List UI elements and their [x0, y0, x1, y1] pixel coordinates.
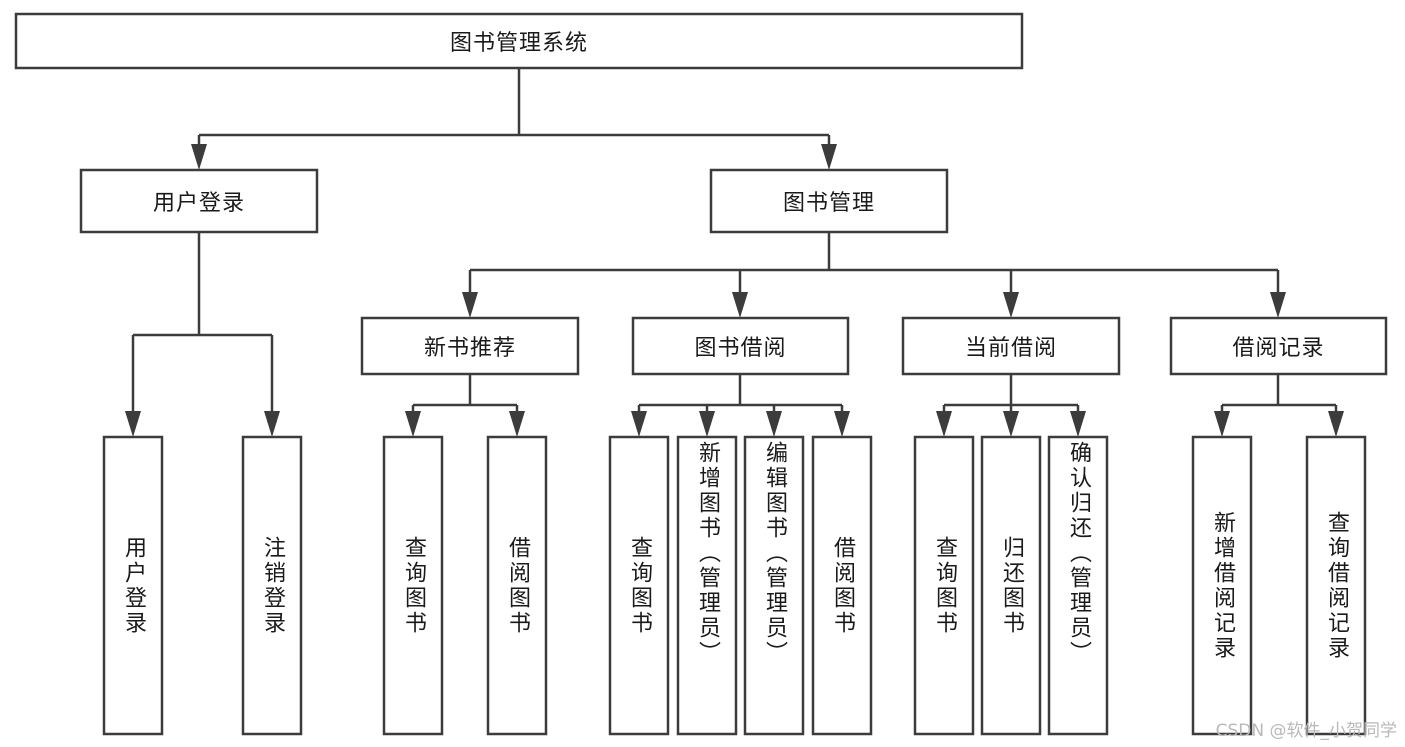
arrow-currentborrow-child-1: [1003, 411, 1019, 437]
arrow-borrowrecord-child-1: [1328, 411, 1344, 437]
arrow-book-manage-child-3: [1270, 292, 1286, 318]
connector-group-current-borrow: [936, 374, 1086, 437]
arrow-currentborrow-child-0: [936, 411, 952, 437]
node-box-leaf-newbook-1[interactable]: [486, 435, 548, 736]
arrow-bookborrow-child-1: [699, 411, 715, 437]
arrow-bookborrow-child-0: [631, 411, 647, 437]
arrow-book-manage-child-2: [1003, 292, 1019, 318]
node-box-leaf-currentborrow-1[interactable]: [980, 435, 1042, 736]
arrow-newbook-child-1: [509, 411, 525, 437]
connector-group-book-borrow: [631, 374, 850, 437]
connector-group-user-login: [125, 232, 280, 437]
node-box-leaf-bookborrow-0[interactable]: [608, 435, 670, 736]
arrow-newbook-child-0: [405, 411, 421, 437]
arrow-root-to-user-login: [191, 144, 207, 170]
node-box-current-borrow[interactable]: [901, 316, 1121, 376]
node-box-root[interactable]: [14, 12, 1024, 70]
connector-group-borrow-record: [1214, 374, 1344, 437]
arrow-user-login-child-0: [125, 411, 141, 437]
node-box-leaf-borrowrecord-1[interactable]: [1305, 435, 1367, 736]
arrow-root-to-book-manage: [821, 144, 837, 170]
node-box-leaf-bookborrow-1[interactable]: [676, 435, 738, 736]
node-box-borrow-record[interactable]: [1169, 316, 1388, 376]
connector-group-book-manage: [462, 232, 1286, 318]
node-box-leaf-user-login-0[interactable]: [102, 435, 164, 736]
node-box-user-login[interactable]: [79, 168, 319, 234]
arrow-borrowrecord-child-0: [1214, 411, 1230, 437]
connector-group-root: [191, 68, 837, 170]
node-box-leaf-bookborrow-2[interactable]: [743, 435, 805, 736]
arrow-user-login-child-1: [264, 411, 280, 437]
arrow-currentborrow-child-2: [1070, 411, 1086, 437]
node-box-book-manage[interactable]: [709, 168, 949, 234]
node-box-book-borrow[interactable]: [631, 316, 850, 376]
arrow-bookborrow-child-2: [766, 411, 782, 437]
node-box-new-book-recommend[interactable]: [360, 316, 580, 376]
arrow-book-manage-child-0: [462, 292, 478, 318]
arrow-book-manage-child-1: [732, 292, 748, 318]
node-box-leaf-user-login-1[interactable]: [241, 435, 303, 736]
arrow-bookborrow-child-3: [834, 411, 850, 437]
node-box-leaf-currentborrow-2[interactable]: [1047, 435, 1109, 736]
node-box-leaf-bookborrow-3[interactable]: [811, 435, 873, 736]
node-box-leaf-newbook-0[interactable]: [382, 435, 444, 736]
node-box-leaf-currentborrow-0[interactable]: [913, 435, 975, 736]
connector-group-new-book-recommend: [405, 374, 525, 437]
node-box-leaf-borrowrecord-0[interactable]: [1191, 435, 1253, 736]
